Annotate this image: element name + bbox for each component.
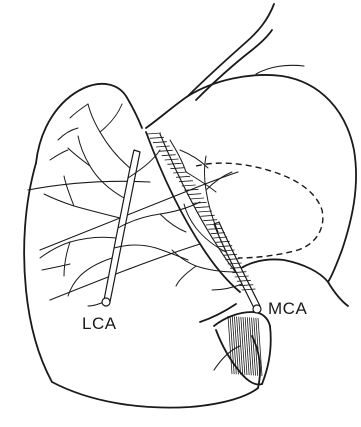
cuff-tick: [249, 317, 253, 375]
cuff-tick: [245, 317, 249, 375]
suture-tick: [173, 172, 187, 173]
suture-tick: [195, 207, 209, 208]
cuff-tick: [252, 318, 256, 376]
suture-tick: [162, 155, 176, 156]
suture-tick: [239, 285, 253, 286]
suture-tick: [170, 168, 184, 169]
cuff-tick: [241, 317, 245, 375]
suture-tick: [242, 289, 256, 290]
suture-tick: [159, 150, 173, 151]
suture-tick: [190, 198, 204, 199]
suture-tick: [176, 176, 190, 177]
suture-tick: [156, 146, 170, 147]
dashed-region: [196, 163, 323, 258]
suture-tick: [237, 280, 251, 281]
cuff-tick: [247, 317, 251, 375]
suture-tick: [228, 263, 242, 264]
suture-tick: [147, 133, 161, 134]
flap-outline: [146, 4, 356, 306]
lca-label: LCA: [82, 314, 117, 334]
suture-tick: [153, 142, 167, 143]
suture-tick: [184, 189, 198, 190]
suture-tick: [193, 202, 207, 203]
suture-tick: [203, 220, 217, 221]
suture-tick: [165, 159, 179, 160]
mca-label: MCA: [268, 299, 307, 319]
cuff-tick: [243, 317, 247, 375]
suture-tick: [198, 211, 212, 212]
cuff-tick: [230, 316, 234, 374]
suture-tick: [235, 276, 249, 277]
cuff-tick: [228, 316, 232, 374]
suture-tick: [187, 194, 201, 195]
suture-tick: [167, 163, 181, 164]
